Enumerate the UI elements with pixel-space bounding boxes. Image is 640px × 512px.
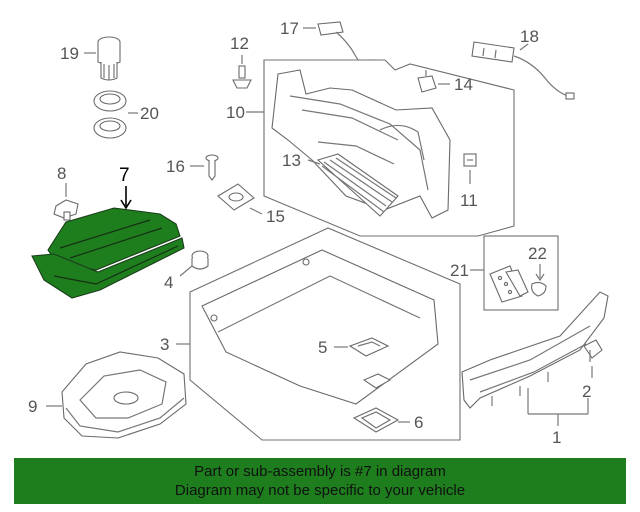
callout-21: 21 — [450, 261, 469, 280]
part-7-highlighted-cover[interactable] — [31, 207, 185, 299]
part-10-side-trim[interactable] — [271, 69, 451, 219]
callout-11: 11 — [460, 191, 478, 210]
part-9-wheel-well-insert[interactable] — [61, 351, 187, 439]
part-22-bulb[interactable] — [531, 281, 547, 297]
part-2-bracket[interactable] — [583, 339, 603, 362]
part-3-floor-mat[interactable] — [201, 249, 439, 405]
callout-16: 16 — [166, 157, 185, 176]
part-16-screw[interactable] — [205, 154, 219, 181]
callout-6: 6 — [414, 413, 423, 432]
footer-line-2: Diagram may not be specific to your vehi… — [174, 482, 466, 499]
callout-19: 19 — [60, 44, 79, 63]
callout-7: 7 — [119, 165, 130, 186]
part-14-clip[interactable] — [417, 70, 437, 93]
part-13-mesh-net[interactable] — [316, 153, 399, 217]
callout-1: 1 — [552, 428, 561, 447]
callout-20: 20 — [140, 104, 159, 123]
callout-4: 4 — [164, 273, 173, 292]
part-8-clip[interactable] — [53, 199, 79, 221]
callout-10: 10 — [226, 103, 245, 122]
callout-5: 5 — [318, 338, 327, 357]
part-1-sill-plate[interactable] — [461, 291, 609, 409]
callout-8: 8 — [57, 164, 66, 183]
part-11-clip[interactable] — [463, 153, 477, 167]
callout-17: 17 — [280, 19, 299, 38]
part-17-lamp[interactable] — [317, 21, 377, 67]
callout-2: 2 — [582, 382, 591, 401]
part-12-bolt[interactable] — [232, 65, 252, 89]
callout-22: 22 — [528, 244, 547, 263]
part-20-seals[interactable] — [93, 90, 127, 139]
part-6-cover[interactable] — [352, 407, 400, 433]
callout-12: 12 — [230, 34, 249, 53]
floor-latch — [362, 373, 392, 389]
part-21-lamp-housing[interactable] — [489, 265, 529, 303]
callout-15: 15 — [266, 207, 285, 226]
footer-line-1: Part or sub-assembly is #7 in diagram — [194, 463, 446, 480]
part-15-hook[interactable] — [217, 183, 255, 211]
part-4-plug[interactable] — [191, 250, 209, 270]
callout-3: 3 — [160, 335, 169, 354]
callout-9: 9 — [28, 397, 37, 416]
part-19-cap[interactable] — [97, 36, 121, 81]
callout-14: 14 — [454, 75, 473, 94]
diagram-footer-banner: Part or sub-assembly is #7 in diagram Di… — [14, 458, 626, 504]
callout-18: 18 — [520, 27, 539, 46]
part-5-handle[interactable] — [348, 337, 390, 357]
part-18-switch[interactable] — [471, 41, 575, 100]
callout-13: 13 — [282, 151, 301, 170]
